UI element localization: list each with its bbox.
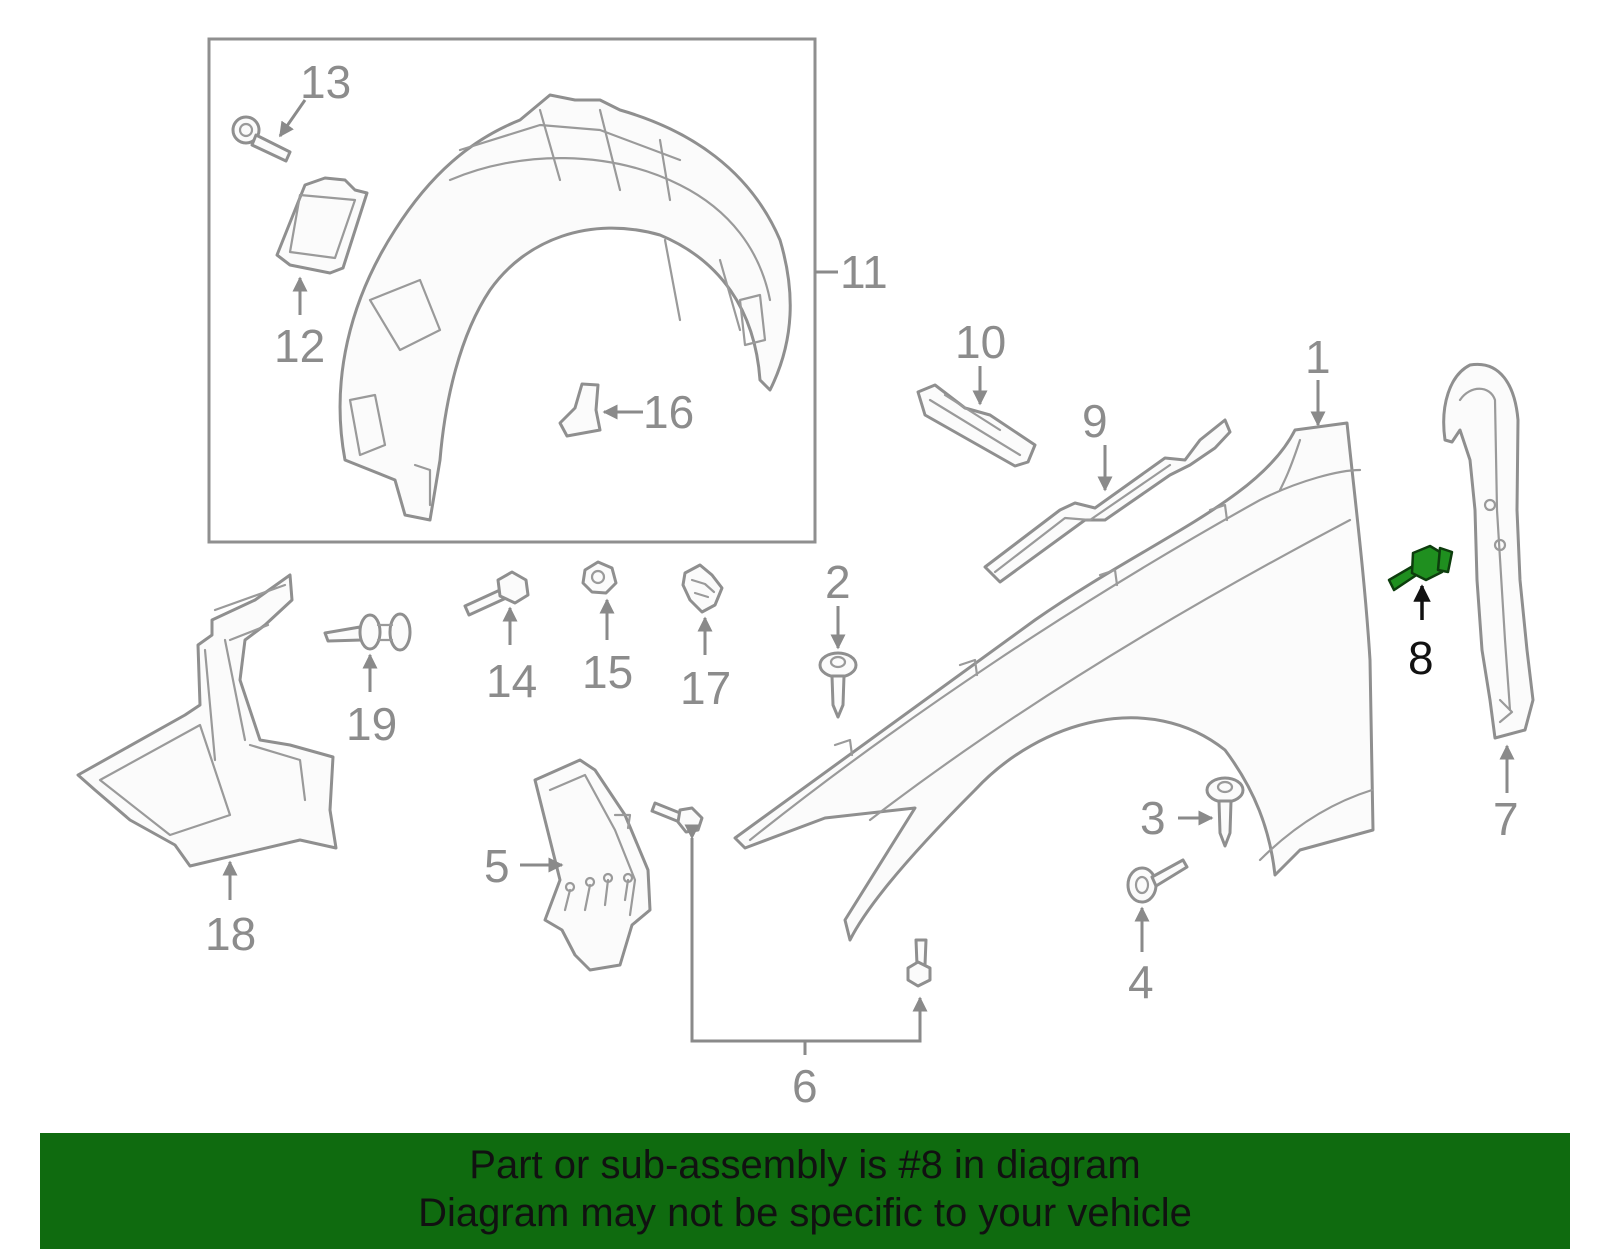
- part-2-screw[interactable]: [818, 651, 858, 719]
- part-1-fender[interactable]: [733, 421, 1375, 942]
- callout-11: 11: [840, 246, 888, 298]
- callout-18: 18: [205, 908, 256, 960]
- callout-2: 2: [825, 556, 851, 608]
- callout-13: 13: [300, 56, 351, 108]
- part-18-splash-shield[interactable]: [76, 573, 338, 868]
- part-6-bolt-lower[interactable]: [906, 938, 932, 988]
- part-8-bolt-highlighted[interactable]: [1387, 544, 1454, 592]
- part-11-fender-liner[interactable]: [338, 93, 792, 522]
- part-17-clip[interactable]: [681, 563, 724, 614]
- part-7-seal[interactable]: [1442, 362, 1535, 740]
- part-6-bolt-upper[interactable]: [650, 801, 704, 834]
- callout-8: 8: [1408, 632, 1434, 684]
- info-banner: Part or sub-assembly is #8 in diagram Di…: [40, 1133, 1570, 1249]
- callout-12: 12: [274, 320, 325, 372]
- part-3-screw[interactable]: [1205, 776, 1245, 848]
- callout-9: 9: [1082, 395, 1108, 447]
- callout-17: 17: [680, 662, 731, 714]
- callout-10: 10: [955, 316, 1006, 368]
- callout-16: 16: [643, 386, 694, 438]
- part-14-bolt[interactable]: [463, 570, 530, 617]
- callout-5: 5: [484, 840, 510, 892]
- banner-line-2: Diagram may not be specific to your vehi…: [418, 1191, 1192, 1235]
- callout-6: 6: [792, 1060, 818, 1112]
- banner-line-1: Part or sub-assembly is #8 in diagram: [469, 1143, 1141, 1187]
- part-15-nut[interactable]: [581, 560, 618, 595]
- part-13-screw[interactable]: [231, 115, 292, 163]
- callout-4: 4: [1128, 956, 1154, 1008]
- callout-19: 19: [346, 698, 397, 750]
- part-5-bracket[interactable]: [533, 758, 652, 972]
- part-9-rail[interactable]: [983, 418, 1232, 584]
- part-19-push-clip[interactable]: [323, 612, 412, 652]
- callout-3: 3: [1140, 792, 1166, 844]
- part-16-clip[interactable]: [558, 382, 602, 438]
- leader-13: [278, 99, 307, 138]
- callout-15: 15: [582, 646, 633, 698]
- part-12-cover-plate[interactable]: [275, 176, 369, 275]
- parts-diagram: 11 12 13 16 10 9 1: [76, 37, 1535, 1112]
- callout-14: 14: [486, 655, 537, 707]
- part-4-screw[interactable]: [1126, 858, 1189, 904]
- part-10-bracket[interactable]: [916, 383, 1037, 468]
- subassembly-box-11: [207, 37, 817, 544]
- callout-1: 1: [1305, 331, 1331, 383]
- callout-7: 7: [1493, 793, 1519, 845]
